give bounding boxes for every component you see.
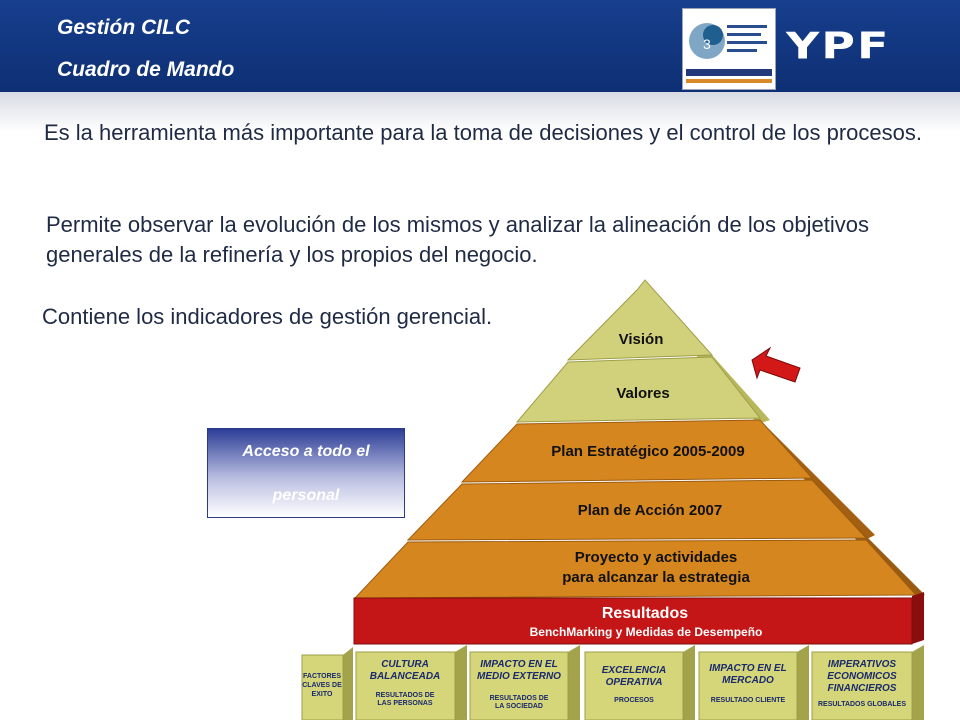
svg-text:PROCESOS: PROCESOS [614, 697, 654, 704]
pyramid-level-plan-estrategico [460, 419, 814, 483]
paragraph-definition: Es la herramienta más importante para la… [44, 120, 922, 145]
svg-text:EXCELENCIA: EXCELENCIA [602, 665, 666, 676]
svg-text:CLAVES DE: CLAVES DE [302, 682, 342, 689]
base-box-impacto-mercado: IMPACTO EN EL MERCADO RESULTADO CLIENTE [698, 645, 809, 720]
level-plan-accion-label: Plan de Acción 2007 [578, 502, 723, 519]
svg-text:ECONOMICOS: ECONOMICOS [827, 671, 897, 682]
svg-text:OPERATIVA: OPERATIVA [606, 677, 663, 688]
access-all-staff-box: Acceso a todo el personal [207, 428, 405, 518]
level-vision-label: Visión [619, 331, 664, 348]
header-bar [0, 0, 960, 92]
level-plan-estrategico-label: Plan Estratégico 2005-2009 [551, 443, 744, 460]
level-proyecto-label2: para alcanzar la estrategia [562, 569, 750, 586]
resultados-side [912, 592, 924, 644]
access-box-line2: personal [272, 487, 340, 504]
svg-text:EXITO: EXITO [312, 691, 333, 698]
svg-text:IMPACTO EN EL: IMPACTO EN EL [709, 663, 786, 674]
svg-text:LAS PERSONAS: LAS PERSONAS [377, 700, 433, 707]
level-valores-label: Valores [616, 385, 669, 402]
svg-text:IMPERATIVOS: IMPERATIVOS [828, 659, 896, 670]
base-box-impacto-externo: IMPACTO EN EL MEDIO EXTERNO RESULTADOS D… [469, 645, 580, 720]
resultados-bar [353, 597, 913, 645]
svg-text:CULTURA: CULTURA [381, 659, 429, 670]
slide-title-line1: Gestión CILC [57, 16, 191, 39]
base-box-cultura: CULTURA BALANCEADA RESULTADOS DE LAS PER… [355, 645, 467, 720]
base-box-excelencia: EXCELENCIA OPERATIVA PROCESOS [584, 645, 695, 720]
svg-text:RESULTADOS DE: RESULTADOS DE [376, 692, 435, 699]
pyramid-level-plan-accion [406, 479, 868, 541]
pyramid-level-valores [515, 356, 762, 423]
svg-text:FACTORES: FACTORES [303, 673, 341, 680]
paragraph-indicators: Contiene los indicadores de gestión gere… [42, 304, 493, 329]
svg-text:LA SOCIEDAD: LA SOCIEDAD [495, 703, 543, 710]
header-shadow [0, 92, 960, 132]
svg-text:RESULTADOS GLOBALES: RESULTADOS GLOBALES [818, 701, 906, 708]
resultados-title: Resultados [602, 605, 688, 622]
base-box-factores: FACTORES CLAVES DE EXITO [301, 647, 353, 720]
ypf-logo: YPF [786, 24, 891, 68]
svg-text:RESULTADO CLIENTE: RESULTADO CLIENTE [711, 697, 786, 704]
svg-text:FINANCIEROS: FINANCIEROS [828, 683, 897, 694]
congreso-logo: 3 [682, 8, 776, 90]
paragraph-evolution: Permite observar la evolución de los mis… [46, 212, 869, 267]
access-box-line1: Acceso a todo el [242, 443, 370, 460]
svg-text:MERCADO: MERCADO [722, 675, 774, 686]
svg-text:RESULTADOS DE: RESULTADOS DE [490, 695, 549, 702]
base-box-imperativos: IMPERATIVOS ECONOMICOS FINANCIEROS RESUL… [811, 645, 924, 720]
svg-text:BALANCEADA: BALANCEADA [370, 671, 441, 682]
svg-text:MEDIO EXTERNO: MEDIO EXTERNO [477, 671, 561, 682]
resultados-subtitle: BenchMarking y Medidas de Desempeño [530, 625, 763, 639]
pointer-arrow-icon [751, 346, 801, 383]
svg-text:3: 3 [703, 36, 711, 52]
level-proyecto-label1: Proyecto y actividades [575, 549, 738, 566]
pyramid-level-vision [566, 279, 714, 361]
svg-text:IMPACTO EN EL: IMPACTO EN EL [480, 659, 557, 670]
slide-title-line2: Cuadro de Mando [57, 58, 235, 81]
